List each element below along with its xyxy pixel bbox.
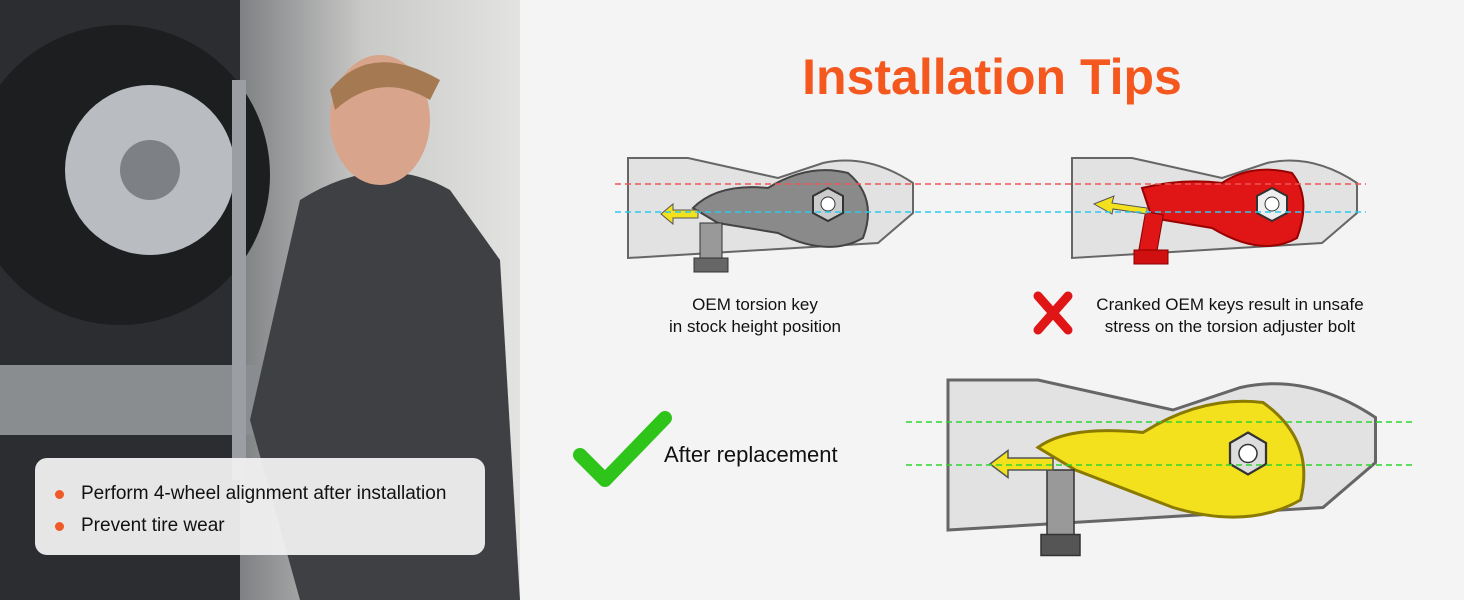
caption-line: stress on the torsion adjuster bolt <box>1104 317 1356 336</box>
bullet-icon <box>55 489 64 499</box>
photo-illustration <box>0 0 520 600</box>
caption-line: in stock height position <box>669 317 841 336</box>
oem-diagram <box>627 157 914 273</box>
tips-box: Perform 4-wheel alignment after installa… <box>35 458 485 555</box>
cranked-caption: Cranked OEM keys result in unsafe stress… <box>1080 294 1380 338</box>
oem-caption: OEM torsion key in stock height position <box>640 294 870 338</box>
tip-text: Prevent tire wear <box>81 515 225 536</box>
page-title: Installation Tips <box>802 49 1182 105</box>
cranked-diagram <box>1071 157 1358 265</box>
green-check-icon <box>573 411 672 487</box>
caption-line: Cranked OEM keys result in unsafe <box>1096 295 1364 314</box>
bullet-icon <box>55 521 64 531</box>
tip-item: Perform 4-wheel alignment after installa… <box>55 478 485 510</box>
caption-line: OEM torsion key <box>692 295 818 314</box>
after-diagram <box>946 378 1377 557</box>
tip-item: Prevent tire wear <box>55 510 485 542</box>
after-label: After replacement <box>664 442 838 467</box>
mechanic-photo: Perform 4-wheel alignment after installa… <box>0 0 520 600</box>
tip-text: Perform 4-wheel alignment after installa… <box>81 483 447 504</box>
red-x-icon <box>1033 291 1073 335</box>
